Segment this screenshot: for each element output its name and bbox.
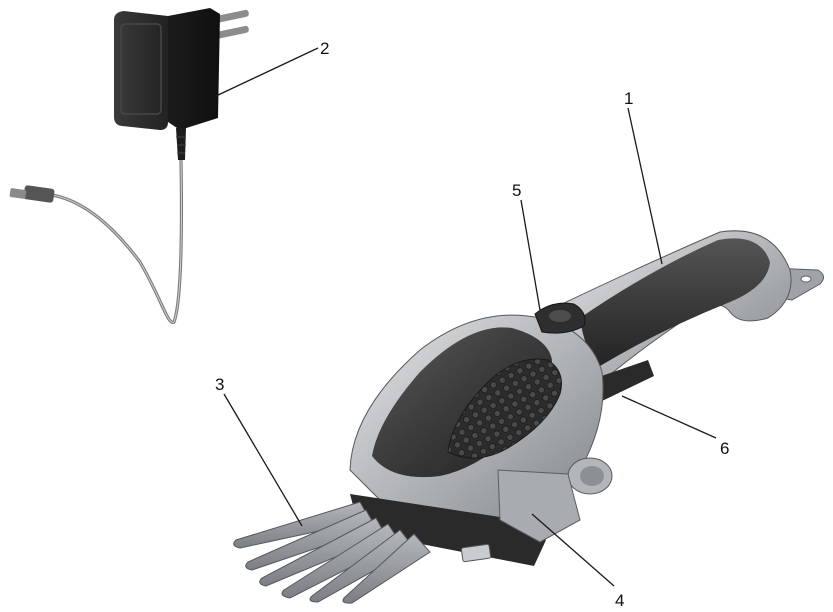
- charger-cable: [51, 159, 184, 324]
- power-adapter-icon: [9, 8, 249, 324]
- trigger-switch: [590, 360, 654, 402]
- blade-lock-tab: [460, 543, 492, 563]
- textured-pad: [447, 358, 562, 459]
- callout-3: 3: [215, 375, 224, 394]
- adapter-front: [114, 11, 168, 130]
- callout-2: 2: [320, 39, 329, 58]
- leader-6: [621, 395, 717, 439]
- handle-grip: [580, 238, 770, 366]
- callout-4: 4: [615, 591, 624, 610]
- leader-2: [215, 47, 319, 97]
- cable-strain-relief: [176, 128, 186, 160]
- barrel-connector: [23, 185, 55, 203]
- callout-1: 1: [624, 89, 633, 108]
- leader-5: [520, 199, 541, 311]
- adapter-side: [168, 8, 220, 130]
- leader-lines: [215, 47, 717, 587]
- plug-pin-lower: [213, 25, 249, 40]
- plug-pin-upper: [213, 9, 249, 24]
- grass-shear-icon: [233, 230, 824, 604]
- callout-6: 6: [720, 439, 729, 458]
- cutting-blade: [233, 501, 431, 604]
- adapter-front-panel: [120, 23, 162, 115]
- blade-base: [350, 494, 546, 566]
- base-silver-panel: [497, 469, 581, 543]
- leader-4: [531, 513, 615, 587]
- callout-5: 5: [512, 181, 521, 200]
- leader-3: [223, 393, 303, 527]
- leader-1: [627, 107, 663, 265]
